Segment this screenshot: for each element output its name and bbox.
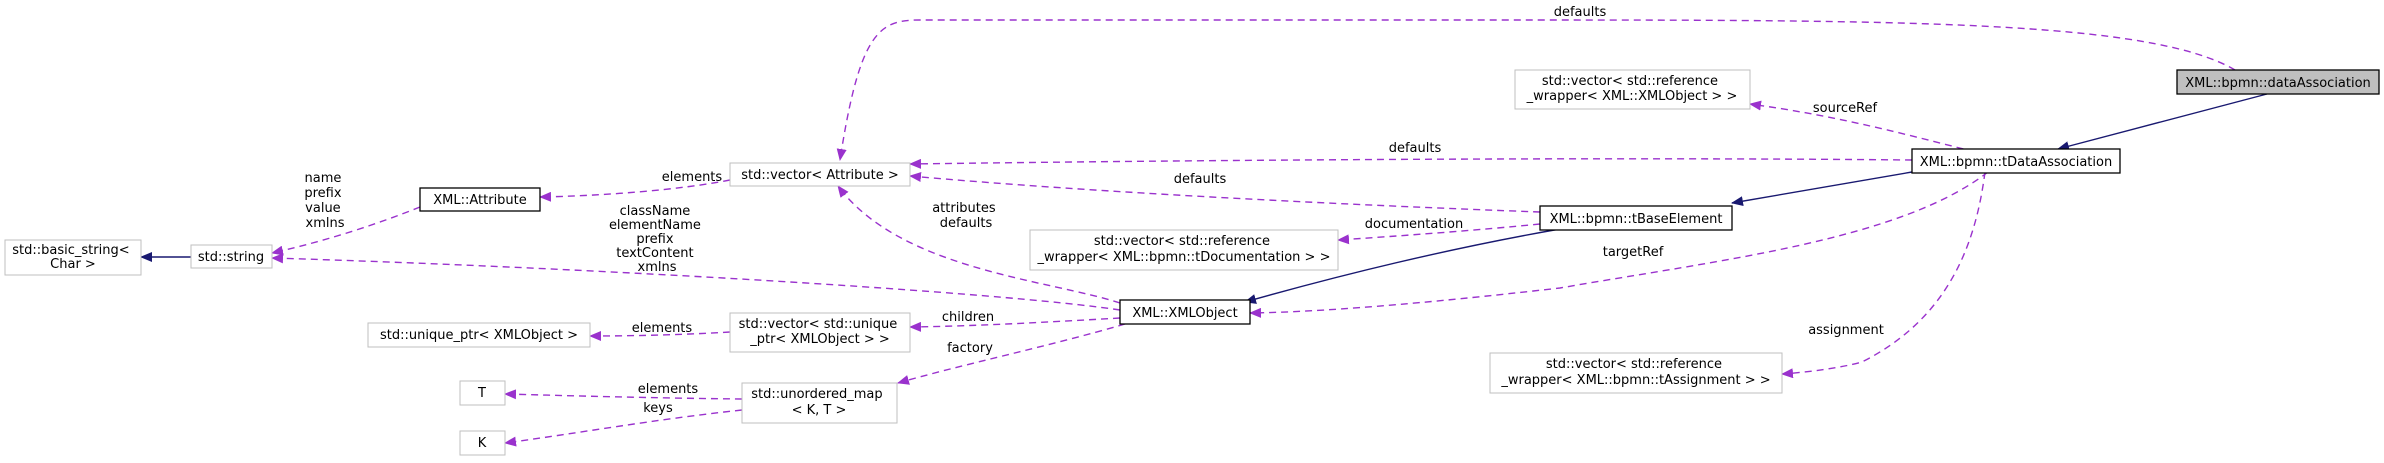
- edge-label-attribute-to-string: name prefix value xmlns: [304, 171, 345, 231]
- edge-labels: name prefix value xmlns className elemen…: [304, 5, 1883, 416]
- node-vector-ref-xmlobject[interactable]: std::vector< std::reference _wrapper< XM…: [1514, 69, 1751, 110]
- edge-xmlobject-to-string: [271, 253, 1121, 311]
- node-vector-attribute[interactable]: std::vector< Attribute >: [729, 162, 911, 187]
- edge-tdataassociation-to-vecattribute: [909, 158, 1913, 169]
- edge-label-unorderedmap-to-k: keys: [643, 401, 673, 416]
- svg-text:std::vector< std::unique: std::vector< std::unique _ptr< XMLObject…: [739, 317, 902, 347]
- node-vector-ref-assignment[interactable]: std::vector< std::reference _wrapper< XM…: [1489, 352, 1783, 394]
- svg-text:std::vector< std::reference: std::vector< std::reference _wrapper< XM…: [1500, 357, 1770, 388]
- edge-tbaseelement-to-vecdocumentation: [1337, 223, 1541, 245]
- edges: [140, 19, 2268, 447]
- svg-text:std::vector< std::reference: std::vector< std::reference _wrapper< XM…: [1037, 234, 1331, 265]
- edge-label-xmlobject-to-vecattribute: attributes defaults: [932, 201, 1000, 231]
- svg-text:XML::bpmn::tDataAssociation: XML::bpmn::tDataAssociation: [1920, 155, 2112, 170]
- edge-label-xmlobject-to-vecuniqueptr: children: [942, 310, 994, 325]
- edge-xmlobject-to-vecattribute: [837, 185, 1121, 304]
- edge-tbaseelement-to-xmlobject: [1244, 228, 1561, 304]
- edge-label-tdataassociation-to-vecrefxmlobject: sourceRef: [1813, 101, 1878, 116]
- edge-label-dataassociation-to-vecattribute: defaults: [1554, 5, 1607, 20]
- node-data-association[interactable]: XML::bpmn::dataAssociation: [2176, 69, 2380, 95]
- edge-tdataassociation-to-xmlobject: [1249, 171, 1989, 318]
- nodes: std::basic_string< Char > std::string XM…: [4, 69, 2380, 456]
- node-t-base-element[interactable]: XML::bpmn::tBaseElement: [1539, 205, 1733, 231]
- edge-vecuniqueptr-to-uniqueptr: [589, 330, 731, 341]
- edge-label-xmlobject-to-string: className elementName prefix textContent…: [609, 204, 705, 275]
- edge-unorderedmap-to-t: [504, 389, 743, 400]
- node-vector-ref-documentation[interactable]: std::vector< std::reference _wrapper< XM…: [1029, 229, 1339, 271]
- edge-label-vecuniqueptr-to-uniqueptr: elements: [632, 321, 693, 336]
- svg-text:std::unordered_map < K: std::unordered_map < K, T >: [751, 387, 887, 418]
- node-template-t[interactable]: T: [459, 380, 506, 406]
- edge-tdataassociation-to-tbaseelement: [1731, 171, 1913, 207]
- node-xml-attribute[interactable]: XML::Attribute: [419, 187, 541, 212]
- svg-text:K: K: [478, 436, 487, 451]
- edge-xmlobject-to-vecuniqueptr: [909, 317, 1121, 332]
- svg-text:std::vector< Attribute >: std::vector< Attribute >: [741, 168, 899, 183]
- edge-tdataassociation-to-vecassignment: [1781, 171, 1986, 379]
- edge-dataassociation-to-vecattribute: [836, 19, 2236, 161]
- svg-text:XML::bpmn::dataAssociation: XML::bpmn::dataAssociation: [2185, 76, 2371, 91]
- edge-label-tdataassociation-to-vecassignment: assignment: [1808, 323, 1884, 338]
- node-basic-string[interactable]: std::basic_string< Char >: [4, 239, 142, 276]
- edge-attribute-to-string: [271, 206, 421, 256]
- svg-text:XML::Attribute: XML::Attribute: [433, 193, 527, 208]
- edge-label-xmlobject-to-unorderedmap: factory: [947, 341, 993, 356]
- edge-dataassociation-to-tdataassociation: [2057, 93, 2268, 152]
- node-std-string[interactable]: std::string: [190, 244, 273, 269]
- edge-xmlobject-to-unorderedmap: [897, 323, 1126, 385]
- edge-label-vecattribute-to-attribute: elements: [662, 170, 723, 185]
- node-unique-ptr-xmlobject[interactable]: std::unique_ptr< XMLObject >: [367, 322, 591, 348]
- svg-text:T: T: [477, 386, 486, 401]
- svg-text:std::basic_string< Cha: std::basic_string< Char >: [12, 243, 133, 272]
- node-xml-object[interactable]: XML::XMLObject: [1119, 299, 1251, 325]
- edge-tbaseelement-to-vecattribute: [909, 171, 1541, 213]
- svg-text:std::unique_ptr< XMLObject >: std::unique_ptr< XMLObject >: [380, 328, 578, 343]
- edge-unorderedmap-to-k: [504, 409, 743, 447]
- edge-label-tbaseelement-to-vecattribute: defaults: [1174, 172, 1227, 187]
- svg-text:std::vector< std::reference: std::vector< std::reference _wrapper< XM…: [1526, 74, 1738, 104]
- edge-label-unorderedmap-to-t: elements: [638, 382, 699, 397]
- edge-vecattribute-to-attribute: [539, 179, 731, 202]
- node-template-k[interactable]: K: [459, 430, 506, 456]
- svg-text:XML::bpmn::tBaseElement: XML::bpmn::tBaseElement: [1550, 212, 1723, 227]
- edge-label-tdataassociation-to-vecattribute: defaults: [1389, 141, 1442, 156]
- edge-label-tdataassociation-to-xmlobject: targetRef: [1603, 245, 1664, 260]
- node-unordered-map[interactable]: std::unordered_map < K, T >: [741, 382, 898, 424]
- svg-text:XML::XMLObject: XML::XMLObject: [1132, 306, 1237, 321]
- node-vector-unique-ptr[interactable]: std::vector< std::unique _ptr< XMLObject…: [729, 312, 911, 353]
- edge-label-tbaseelement-to-vecdocumentation: documentation: [1365, 217, 1463, 232]
- node-t-data-association[interactable]: XML::bpmn::tDataAssociation: [1911, 148, 2121, 174]
- svg-text:std::string: std::string: [198, 250, 264, 265]
